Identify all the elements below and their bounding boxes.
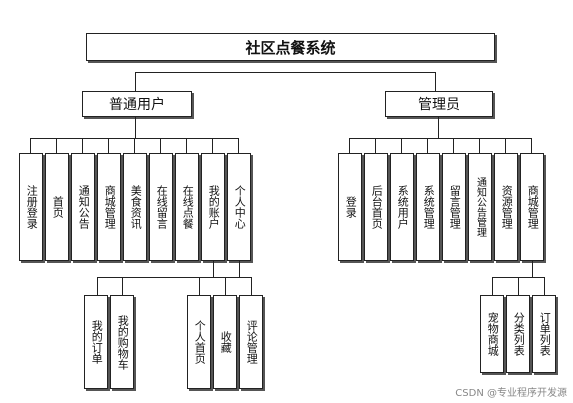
node-my-orders: 我的订单 <box>84 295 108 389</box>
connector <box>505 138 506 153</box>
node-notice: 通知公告 <box>71 153 95 261</box>
role-normal-user: 普通用户 <box>82 91 192 117</box>
connector <box>453 138 454 153</box>
node-category-list: 分类列表 <box>506 295 530 373</box>
node-label: 首页 <box>51 196 65 218</box>
node-personal-center: 个人中心 <box>227 153 251 261</box>
connector <box>375 138 376 153</box>
connector <box>135 72 136 91</box>
node-pet-mall: 宠物商城 <box>480 295 504 373</box>
node-login: 登录 <box>338 153 362 261</box>
node-message-manage: 留言管理 <box>442 153 466 261</box>
connector <box>438 117 439 138</box>
node-label: 订单列表 <box>538 312 552 356</box>
connector <box>427 138 428 153</box>
node-label: 注册登录 <box>25 185 39 229</box>
connector <box>134 138 135 153</box>
node-label: 系统用户 <box>396 185 410 229</box>
connector <box>160 138 161 153</box>
system-title-box: 社区点餐系统 <box>86 33 495 61</box>
node-label: 个人中心 <box>233 185 247 229</box>
connector <box>435 72 436 91</box>
role-normal-user-label: 普通用户 <box>109 97 165 113</box>
node-online-order: 在线点餐 <box>175 153 199 261</box>
node-label: 通知公告管理 <box>474 177 486 237</box>
node-online-message: 在线留言 <box>149 153 173 261</box>
connector <box>239 261 240 277</box>
node-label: 商城管理 <box>103 185 117 229</box>
node-resource-manage: 资源管理 <box>494 153 518 261</box>
connector <box>186 138 187 153</box>
node-label: 个人首页 <box>193 320 207 364</box>
connector <box>199 277 200 295</box>
connector <box>108 138 109 153</box>
connector <box>238 138 239 153</box>
node-label: 在线留言 <box>155 185 169 229</box>
connector <box>97 277 98 295</box>
node-label: 商城管理 <box>526 185 540 229</box>
connector <box>97 277 214 278</box>
connector <box>122 277 123 295</box>
node-label: 收藏 <box>219 331 233 353</box>
node-mall-manage: 商城管理 <box>97 153 121 261</box>
connector <box>225 277 226 295</box>
connector <box>532 261 533 277</box>
connector <box>349 138 350 153</box>
node-label: 在线点餐 <box>181 185 195 229</box>
node-label: 登录 <box>344 196 358 218</box>
connector <box>479 138 480 153</box>
role-admin: 管理员 <box>385 91 493 117</box>
node-favorites: 收藏 <box>213 295 237 389</box>
connector <box>518 277 519 295</box>
connector <box>56 138 57 153</box>
node-label: 系统管理 <box>422 185 436 229</box>
connector <box>492 277 493 295</box>
node-register-login: 注册登录 <box>19 153 43 261</box>
node-label: 美食资讯 <box>129 185 143 229</box>
connector <box>531 138 532 153</box>
node-label: 我的账户 <box>207 185 221 229</box>
node-label: 资源管理 <box>500 185 514 229</box>
node-my-account: 我的账户 <box>201 153 225 261</box>
system-title: 社区点餐系统 <box>245 38 336 57</box>
watermark-text: CSDN @专业程序开发源 <box>455 388 567 399</box>
connector <box>135 117 136 138</box>
node-food-news: 美食资讯 <box>123 153 147 261</box>
connector <box>349 138 532 139</box>
node-notice-manage: 通知公告管理 <box>468 153 492 261</box>
node-comment-manage: 评论管理 <box>239 295 263 389</box>
connector <box>544 277 545 295</box>
node-admin-mall-manage: 商城管理 <box>520 153 544 261</box>
connector <box>135 72 435 73</box>
node-label: 留言管理 <box>448 185 462 229</box>
node-system-users: 系统用户 <box>390 153 414 261</box>
node-label: 分类列表 <box>512 312 526 356</box>
connector <box>212 138 213 153</box>
node-personal-home: 个人首页 <box>187 295 211 389</box>
connector <box>401 138 402 153</box>
node-label: 我的购物车 <box>116 314 130 370</box>
node-system-manage: 系统管理 <box>416 153 440 261</box>
node-order-list: 订单列表 <box>532 295 556 373</box>
node-home: 首页 <box>45 153 69 261</box>
node-label: 宠物商城 <box>486 312 500 356</box>
connector <box>30 138 31 153</box>
node-label: 后台首页 <box>370 185 384 229</box>
node-my-cart: 我的购物车 <box>110 295 134 389</box>
connector <box>213 261 214 277</box>
connector <box>82 138 83 153</box>
role-admin-label: 管理员 <box>418 97 460 113</box>
node-label: 评论管理 <box>245 320 259 364</box>
node-admin-home: 后台首页 <box>364 153 388 261</box>
node-label: 我的订单 <box>90 320 104 364</box>
node-label: 通知公告 <box>77 185 91 229</box>
connector <box>251 277 252 295</box>
